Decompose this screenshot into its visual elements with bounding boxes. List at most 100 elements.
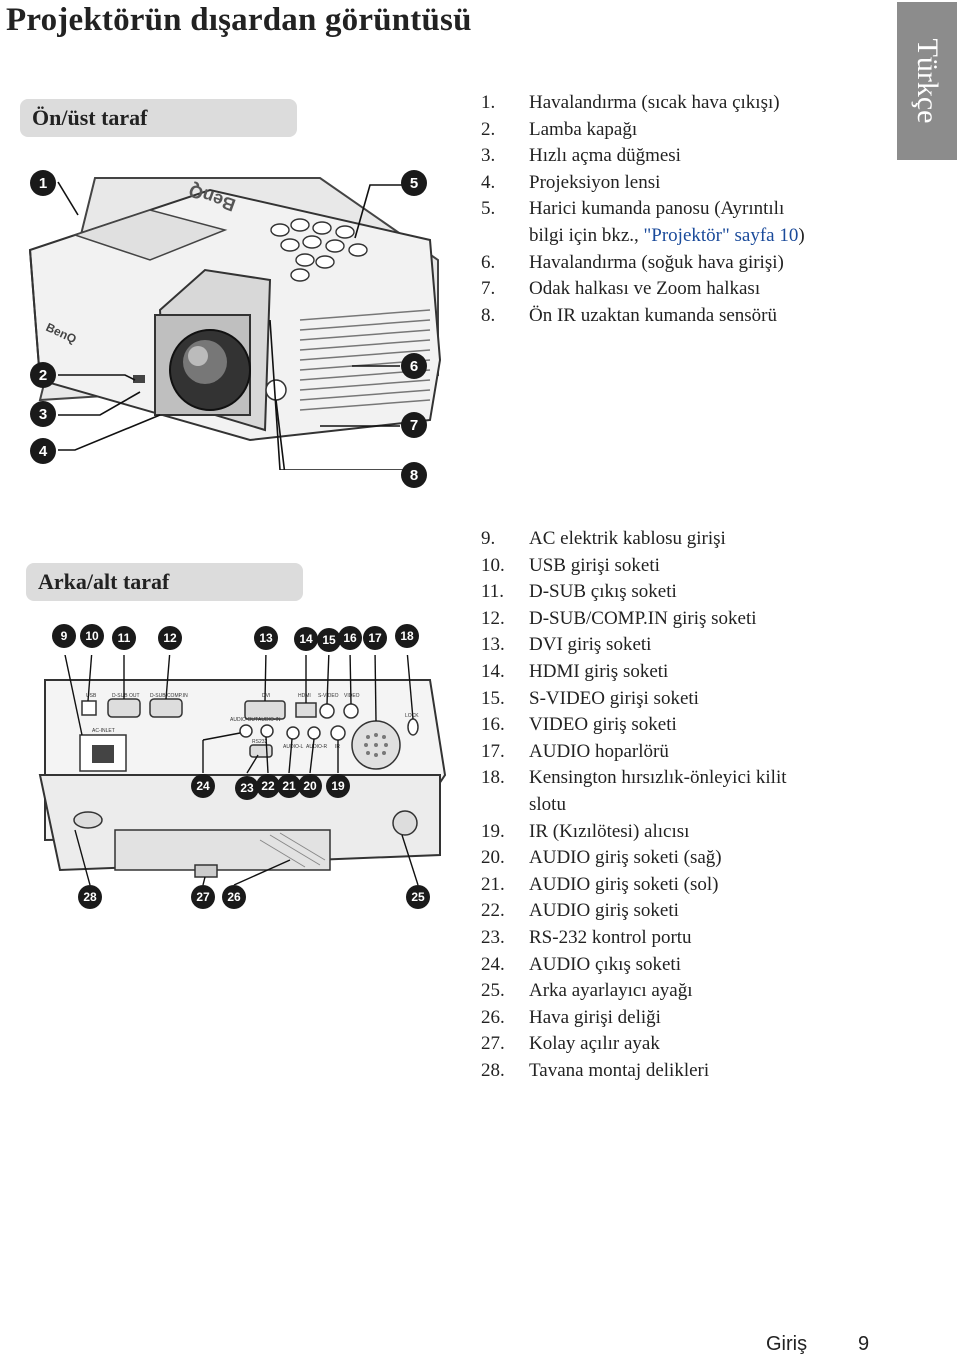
callout-15: 15 bbox=[317, 628, 341, 652]
callout-10: 10 bbox=[80, 624, 104, 648]
list-item: 6.Havalandırma (soğuk hava girişi) bbox=[481, 251, 784, 273]
list-item: 19.IR (Kızılötesi) alıcısı bbox=[481, 820, 690, 842]
list-item: 10.USB girişi soketi bbox=[481, 554, 660, 576]
callout-23: 23 bbox=[235, 776, 259, 800]
list-item: 8.Ön IR uzaktan kumanda sensörü bbox=[481, 304, 777, 326]
callout-3: 3 bbox=[30, 401, 56, 427]
list-item: 15.S-VIDEO girişi soketi bbox=[481, 687, 699, 709]
list-item: 24.AUDIO çıkış soketi bbox=[481, 953, 681, 975]
callout-11: 11 bbox=[112, 626, 136, 650]
list-item: 13.DVI giriş soketi bbox=[481, 634, 652, 656]
callout-2: 2 bbox=[30, 362, 56, 388]
label-svideo: S-VIDEO bbox=[318, 693, 339, 699]
list-item: 7.Odak halkası ve Zoom halkası bbox=[481, 278, 761, 300]
label-dsub-out: D-SUB OUT bbox=[112, 693, 140, 699]
list-item: 16.VIDEO giriş soketi bbox=[481, 714, 677, 736]
audio-out-jack bbox=[239, 724, 253, 738]
list-item: 3.Hızlı açma düğmesi bbox=[481, 145, 681, 167]
label-audio-out: AUDIO-OUT bbox=[230, 717, 258, 723]
list-item: 17.AUDIO hoparlörü bbox=[481, 740, 669, 762]
list-item: 9.AC elektrik kablosu girişi bbox=[481, 528, 726, 549]
rear-parts-list: 9.AC elektrik kablosu girişi 10.USB giri… bbox=[481, 526, 787, 1084]
list-item: 18.Kensington hırsızlık-önleyici kilit bbox=[481, 767, 787, 789]
list-item: 4.Projeksiyon lensi bbox=[481, 171, 661, 193]
list-item: 14.HDMI giriş soketi bbox=[481, 660, 669, 682]
callout-9: 9 bbox=[52, 624, 76, 648]
audio-r-jack bbox=[307, 726, 321, 740]
list-item: 20.AUDIO giriş soketi (sağ) bbox=[481, 847, 722, 869]
list-item: 5.Harici kumanda panosu (Ayrıntılı bbox=[481, 198, 785, 220]
callout-25: 25 bbox=[406, 885, 430, 909]
audio-in-jack bbox=[260, 724, 274, 738]
label-video: VIDEO bbox=[344, 693, 360, 699]
front-projector-illustration: BenQ BenQ bbox=[28, 177, 442, 470]
callout-28: 28 bbox=[78, 885, 102, 909]
label-dvi: DVI bbox=[262, 693, 270, 699]
callout-24: 24 bbox=[191, 774, 215, 798]
usb-port bbox=[81, 700, 97, 716]
callout-17: 17 bbox=[363, 626, 387, 650]
callout-16: 16 bbox=[338, 626, 362, 650]
kensington-lock-slot bbox=[407, 718, 419, 736]
ir-sensor bbox=[265, 379, 287, 401]
list-item: 27.Kolay açılır ayak bbox=[481, 1033, 660, 1055]
list-item-continuation: bilgi için bkz., "Projektör" sayfa 10) bbox=[529, 224, 805, 246]
quick-release-foot bbox=[194, 864, 218, 878]
dsub-comp-in-port bbox=[149, 698, 183, 718]
callout-1: 1 bbox=[30, 170, 56, 196]
label-usb: USB bbox=[86, 693, 97, 699]
callout-8: 8 bbox=[401, 462, 427, 488]
callout-6: 6 bbox=[401, 353, 427, 379]
callout-22: 22 bbox=[256, 774, 280, 798]
callout-18: 18 bbox=[395, 624, 419, 648]
dsub-out-port bbox=[107, 698, 141, 718]
rear-adjuster-foot bbox=[392, 810, 418, 836]
callout-14: 14 bbox=[294, 627, 318, 651]
language-tab: Türkçe bbox=[897, 2, 957, 160]
lamp-cover bbox=[72, 209, 228, 261]
footer-section-name: Giriş bbox=[766, 1333, 808, 1355]
callout-21: 21 bbox=[277, 774, 301, 798]
svideo-port bbox=[319, 703, 335, 719]
label-ac-inlet: AC-INLET bbox=[92, 728, 115, 734]
list-item: 25.Arka ayarlayıcı ayağı bbox=[481, 980, 693, 1002]
callout-7: 7 bbox=[401, 412, 427, 438]
audio-l-jack bbox=[286, 726, 300, 740]
callout-4: 4 bbox=[30, 438, 56, 464]
front-parts-list: 1.Havalandırma (sıcak hava çıkışı) 2.Lam… bbox=[481, 90, 805, 329]
language-tab-label: Türkçe bbox=[911, 38, 944, 124]
lamp-release-button bbox=[133, 375, 145, 383]
label-hdmi: HDMI bbox=[298, 693, 311, 699]
video-port bbox=[343, 703, 359, 719]
list-item: 11.D-SUB çıkış soketi bbox=[481, 581, 677, 603]
ir-receiver bbox=[330, 725, 346, 741]
page-title: Projektörün dışardan görüntüsü bbox=[6, 2, 472, 38]
footer-page-number: 9 bbox=[858, 1333, 870, 1355]
label-audio-r: AUDIO-R bbox=[306, 744, 328, 750]
list-item: 26.Hava girişi deliği bbox=[481, 1006, 661, 1028]
list-item-continuation: slotu bbox=[529, 793, 566, 815]
callout-26: 26 bbox=[222, 885, 246, 909]
callout-19: 19 bbox=[326, 774, 350, 798]
list-item: 28.Tavana montaj delikleri bbox=[481, 1059, 710, 1081]
page-reference-link[interactable]: "Projektör" sayfa 10 bbox=[643, 224, 799, 246]
list-item: 21.AUDIO giriş soketi (sol) bbox=[481, 873, 719, 895]
label-audio-l: AUDIO-L bbox=[283, 744, 304, 750]
list-item: 12.D-SUB/COMP.IN giriş soketi bbox=[481, 607, 757, 629]
hdmi-port bbox=[295, 702, 317, 718]
front-section-heading: Ön/üst taraf bbox=[20, 99, 297, 137]
list-item: 1.Havalandırma (sıcak hava çıkışı) bbox=[481, 92, 780, 113]
callout-27: 27 bbox=[191, 885, 215, 909]
label-rs232: RS232 bbox=[252, 739, 268, 745]
label-dsub-comp-in: D-SUB/COMP.IN bbox=[150, 693, 188, 699]
list-item: 2.Lamba kapağı bbox=[481, 118, 638, 140]
callout-13: 13 bbox=[254, 626, 278, 650]
bottom-vent-panel bbox=[114, 829, 331, 871]
rear-projector-illustration: USB D-SUB OUT D-SUB/COMP.IN DVI HDMI S-V… bbox=[38, 655, 447, 885]
list-item: 22.AUDIO giriş soketi bbox=[481, 900, 679, 922]
callout-12: 12 bbox=[158, 626, 182, 650]
list-item: 23.RS-232 kontrol portu bbox=[481, 926, 692, 948]
rear-section-heading: Arka/alt taraf bbox=[26, 563, 303, 601]
rs232-port bbox=[249, 744, 273, 758]
callout-5: 5 bbox=[401, 170, 427, 196]
